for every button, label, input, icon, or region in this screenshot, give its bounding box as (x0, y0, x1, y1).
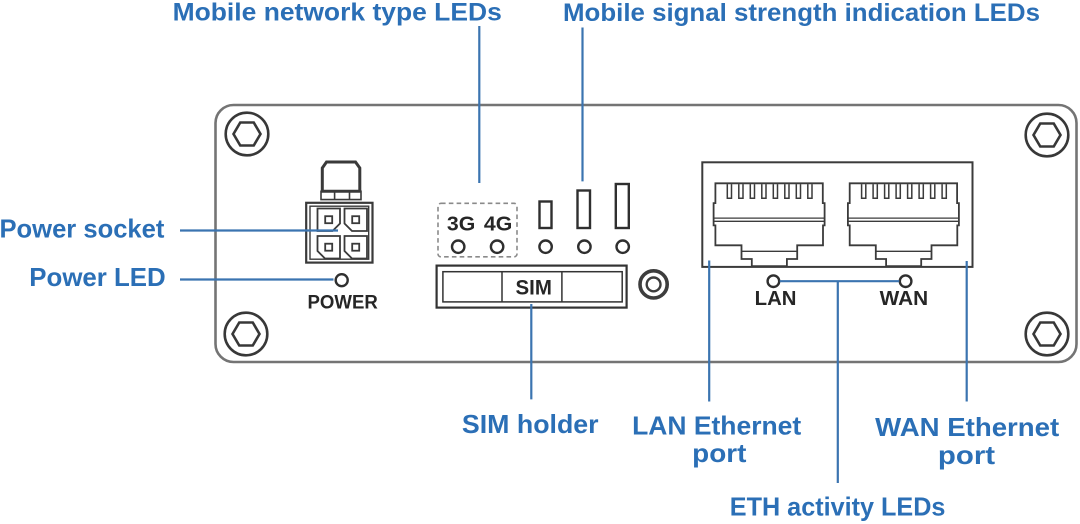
svg-text:Mobile network type LEDs: Mobile network type LEDs (173, 0, 502, 26)
svg-text:LAN: LAN (755, 288, 797, 310)
svg-text:3G: 3G (447, 214, 475, 236)
svg-text:POWER: POWER (308, 292, 379, 313)
svg-text:Power LED: Power LED (29, 262, 165, 292)
svg-text:port: port (938, 440, 996, 470)
svg-text:WAN Ethernet: WAN Ethernet (875, 412, 1059, 442)
svg-text:port: port (692, 438, 747, 468)
svg-text:ETH activity LEDs: ETH activity LEDs (730, 492, 946, 522)
svg-text:SIM: SIM (516, 277, 552, 300)
svg-text:4G: 4G (484, 214, 512, 236)
svg-text:Power socket: Power socket (0, 214, 165, 244)
svg-text:LAN Ethernet: LAN Ethernet (632, 411, 801, 441)
svg-text:Mobile signal strength indicat: Mobile signal strength indication LEDs (563, 0, 1040, 27)
svg-text:WAN: WAN (880, 288, 929, 310)
svg-text:SIM holder: SIM holder (462, 409, 599, 439)
